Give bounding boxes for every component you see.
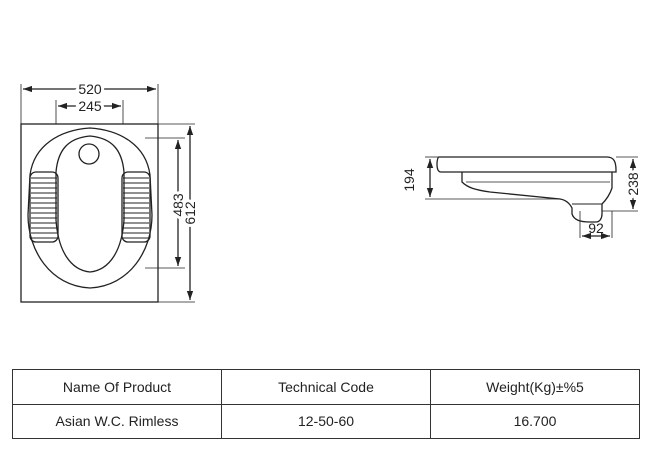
side-view-rim xyxy=(436,156,617,173)
header-weight: Weight(Kg)±%5 xyxy=(430,369,640,405)
side-view-labels: 194 238 92 xyxy=(398,165,644,236)
side-view-body xyxy=(461,172,613,223)
dim-label-483: 483 xyxy=(170,193,186,217)
cell-technical-code: 12-50-60 xyxy=(221,403,431,439)
dim-label-238: 238 xyxy=(625,172,641,196)
header-technical-code: Technical Code xyxy=(221,369,431,405)
right-foot-grip xyxy=(121,171,151,243)
front-view-labels: 520 245 483 612 xyxy=(75,78,201,228)
table-row: Asian W.C. Rimless 12-50-60 16.700 xyxy=(12,403,640,439)
header-product-name: Name Of Product xyxy=(12,369,222,405)
cell-product-name: Asian W.C. Rimless xyxy=(12,403,222,439)
front-view-outline xyxy=(20,123,159,303)
dim-label-245: 245 xyxy=(78,98,102,114)
dim-label-92: 92 xyxy=(588,220,604,236)
cell-weight: 16.700 xyxy=(430,403,640,439)
dim-label-194: 194 xyxy=(401,168,417,192)
dim-label-520: 520 xyxy=(78,81,102,97)
table-header-row: Name Of Product Technical Code Weight(Kg… xyxy=(12,369,640,405)
bowl-outer-outline xyxy=(27,127,153,289)
side-view xyxy=(425,156,638,240)
technical-drawing: 520 245 483 612 194 238 92 xyxy=(20,78,644,303)
product-spec-table: Name Of Product Technical Code Weight(Kg… xyxy=(12,369,640,439)
bowl-inner-outline xyxy=(55,135,125,273)
left-foot-grip xyxy=(29,171,59,243)
dim-label-612: 612 xyxy=(182,201,198,225)
front-view xyxy=(20,84,195,303)
